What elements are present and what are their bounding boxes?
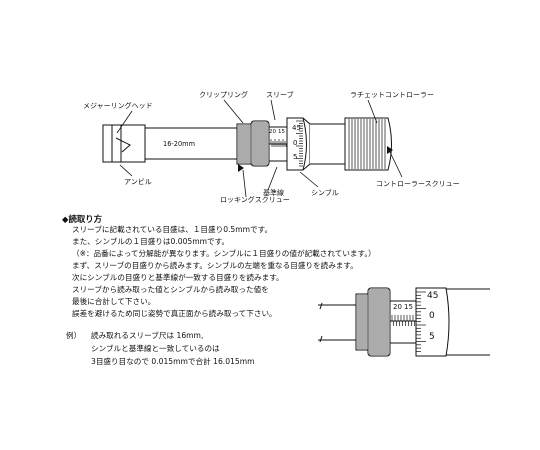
top-thimble-mark-0: 0 xyxy=(293,139,298,147)
top-thimble-mark-5: 5 xyxy=(293,153,298,161)
instructions-heading: ◆読取り方 xyxy=(62,214,102,224)
detail-sleeve-mark-20: 20 xyxy=(393,303,402,311)
instruction-line-8: 誤差を避けるため同じ姿勢で真正面から読み取って下さい。 xyxy=(72,309,277,318)
detail-sleeve-mark-15: 15 xyxy=(404,303,413,311)
controller-screw-label: コントローラースクリュー xyxy=(376,180,460,188)
example-line-3: 3目盛り目なので 0.015mmで合計 16.015mm xyxy=(91,357,255,366)
locking-screw-label: ロッキングスクリュー xyxy=(220,196,290,204)
example-prefix: 例） xyxy=(66,331,82,340)
instruction-line-1: スリーブに記載されている目盛は、１目盛り0.5mmです。 xyxy=(72,225,273,234)
anvil-label: アンビル xyxy=(124,178,152,186)
main-tube xyxy=(144,127,238,160)
instruction-line-3: （※：品番によって分解能が異なります。シンブルに１目盛りの値が記載されています。… xyxy=(72,249,376,258)
example-line-2: シンブルと基準線と一致しているのは xyxy=(91,344,220,353)
instruction-line-6: スリーブから読み取った値とシンブルから読み取った値を xyxy=(72,285,269,294)
clip-ring-label: クリップリング xyxy=(199,91,248,99)
instruction-line-4: まず、スリーブの目盛りから読みます。シンブルの左端を重なる目盛りを読みます。 xyxy=(72,261,358,270)
ratchet-controller xyxy=(344,117,392,171)
detail-micrometer xyxy=(318,287,490,357)
instruction-line-7: 最後に合計して下さい。 xyxy=(72,297,156,306)
detail-thimble-mark-0: 0 xyxy=(429,311,435,321)
clip-ring xyxy=(236,123,252,165)
detail-thimble-mark-5: 5 xyxy=(429,332,435,342)
instruction-line-5: 次にシンブルの目盛りと基準線が一致する目盛りを読みます。 xyxy=(72,273,284,282)
top-sleeve-mark-15: 15 xyxy=(278,129,285,135)
detail-thimble-mark-45: 45 xyxy=(427,291,439,301)
ratchet-label: ラチェットコントローラー xyxy=(350,91,434,99)
sleeve xyxy=(268,126,288,162)
thimble-label: シンブル xyxy=(311,189,339,197)
locking-ring xyxy=(250,120,270,167)
sleeve-label: スリーブ xyxy=(266,91,294,99)
top-sleeve-mark-20: 20 xyxy=(269,129,276,135)
top-thimble-mark-45: 45 xyxy=(292,124,301,132)
instruction-line-2: また、シンブルの１目盛りは0.005mmです。 xyxy=(72,237,230,246)
reference-line-label: 基準線 xyxy=(263,189,284,197)
measuring-head xyxy=(102,124,146,163)
example-line-1: 読み取れるスリーブ尺は 16mm, xyxy=(91,331,204,340)
range-label: 16-20mm xyxy=(163,140,196,148)
measuring-head-label: メジャーリングヘッド xyxy=(83,102,153,110)
